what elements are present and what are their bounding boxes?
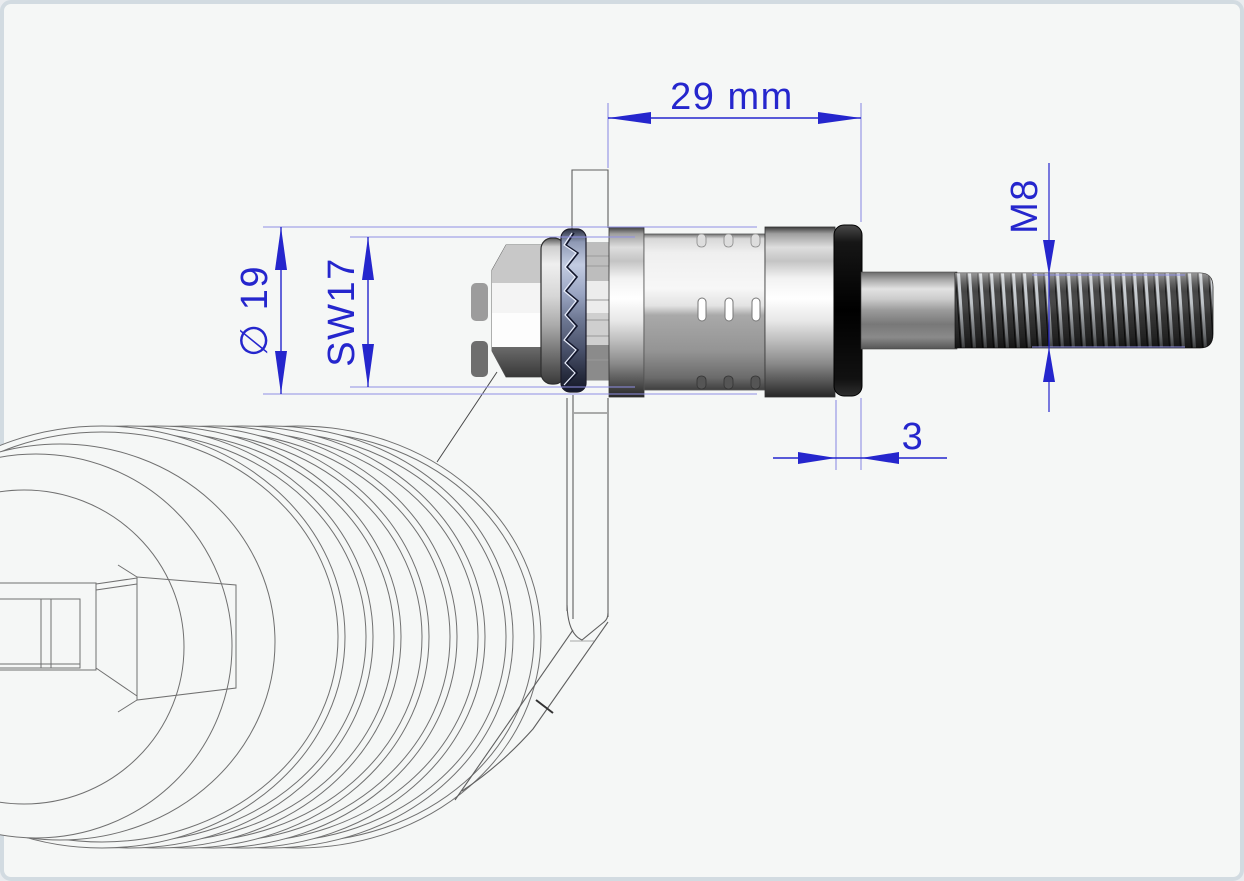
fastener-assembly (471, 224, 1214, 398)
drive-slot (0, 577, 138, 697)
extension-lines (350, 236, 635, 388)
body-left-collar (608, 226, 645, 398)
dimension-label-sw17: SW17 (321, 257, 363, 366)
arrowhead-up (1043, 347, 1055, 382)
front-face (0, 489, 185, 805)
arrowhead-left (861, 452, 899, 464)
retaining-ring (833, 224, 863, 397)
dimension-ring-thickness: 3 (773, 398, 947, 470)
serrated-lock-washer (560, 228, 587, 393)
mounting-bracket (454, 169, 609, 801)
extension-lines (263, 226, 757, 395)
washer-back-upper (471, 283, 488, 321)
arrowhead-left (608, 112, 651, 124)
front-rim (0, 453, 233, 839)
threaded-stud-m8 (954, 272, 1214, 349)
extension-lines (607, 103, 862, 222)
vent-slots (696, 233, 761, 390)
dimension-label-m8: M8 (1004, 178, 1046, 234)
washer-back-lower (471, 341, 488, 377)
dimension-washer-diameter: ∅ 19 (234, 226, 757, 395)
threaded-neck (583, 242, 611, 381)
arrowhead-right (818, 112, 861, 124)
bracket-bottom-corner (566, 604, 609, 641)
dimension-label-diameter: ∅ 19 (234, 265, 276, 357)
arrowhead-bottom (362, 344, 374, 387)
extension-lines (1032, 274, 1185, 348)
bracket-lower-edges (566, 395, 609, 619)
body-right-collar (764, 226, 836, 398)
dimension-wrench-flats: SW17 (321, 236, 635, 388)
arrowhead-top (362, 237, 374, 280)
slot-boss (117, 564, 237, 713)
dimension-thread-size: M8 (1004, 163, 1185, 412)
arrowhead-right (798, 452, 836, 464)
arrowhead-top (275, 227, 287, 270)
arrowhead-down (1043, 240, 1055, 275)
arrowhead-bottom (275, 351, 287, 394)
wireframe-threaded-plug (0, 425, 542, 849)
dimension-overall-length: 29 mm (607, 76, 862, 222)
dimension-label-29mm: 29 mm (670, 76, 794, 118)
plain-shank (860, 271, 958, 350)
dimension-label-3: 3 (902, 416, 925, 458)
hex-nut (491, 244, 546, 378)
bracket-top-tab (571, 169, 609, 230)
